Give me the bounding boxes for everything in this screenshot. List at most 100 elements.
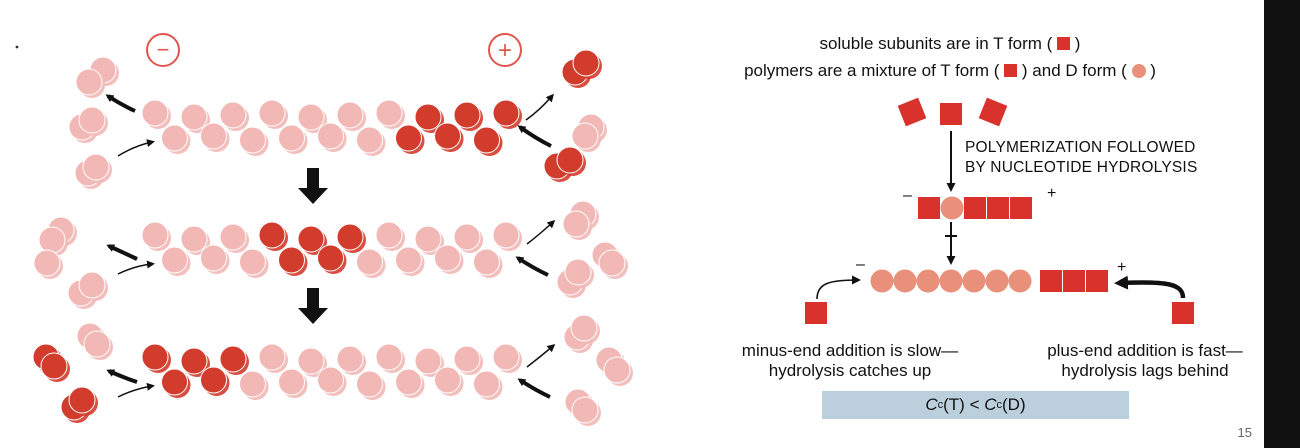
free-subunit <box>83 330 113 360</box>
soluble-subunit <box>897 97 927 127</box>
minus-caption-line2: hydrolysis catches up <box>768 361 932 380</box>
filament-subunit <box>375 221 405 251</box>
minus-end-symbol: − <box>146 33 180 67</box>
svg-text:−: − <box>157 37 170 62</box>
filament-subunit <box>317 122 347 152</box>
filament-subunit <box>395 246 425 276</box>
polymer-d-subunit <box>893 269 917 293</box>
polymer-t-subunit <box>1063 270 1085 292</box>
free-subunit <box>33 249 63 279</box>
filament-subunit <box>473 370 503 400</box>
filament-subunit <box>258 221 288 251</box>
free-subunits <box>32 49 633 426</box>
down-arrow-icon <box>298 288 328 324</box>
filament-subunit <box>453 223 483 253</box>
actin-filaments <box>141 99 522 400</box>
plus-addition-arrow <box>1114 275 1186 299</box>
filament-subunit <box>297 103 327 133</box>
filament-subunit <box>258 343 288 373</box>
down-arrow-icon <box>298 168 328 204</box>
filament-subunit <box>219 101 249 131</box>
filament-subunit <box>473 126 503 156</box>
filament-subunit <box>375 343 405 373</box>
filament-subunit <box>492 221 522 251</box>
filament-subunit <box>219 223 249 253</box>
filament-subunit <box>200 366 230 396</box>
filament-subunit <box>492 343 522 373</box>
filament-subunit <box>161 124 191 154</box>
polymer-d-subunit <box>985 269 1009 293</box>
plus-caption-line1: plus-end addition is fast— <box>1047 341 1243 360</box>
minus-addition-arrow <box>816 275 861 300</box>
exchange-arrow <box>117 260 155 275</box>
filament-subunit <box>239 370 269 400</box>
incoming-minus-subunit <box>805 302 827 324</box>
polymer-d-subunit <box>1008 269 1032 293</box>
polymer-d-subunit <box>939 269 963 293</box>
filament-subunit <box>200 244 230 274</box>
free-subunit <box>556 146 586 176</box>
filament-row <box>141 343 522 400</box>
filament-subunit <box>258 99 288 129</box>
exchange-arrow <box>117 139 155 157</box>
dot-mark <box>15 45 19 49</box>
polymer-t-subunit <box>987 197 1009 219</box>
short-polymer-plus-label: + <box>1047 185 1057 202</box>
filament-subunit <box>161 246 191 276</box>
filament-subunit <box>141 99 171 129</box>
polymer-d-subunit <box>940 196 964 220</box>
filament-subunit <box>336 101 366 131</box>
step-label-line2: BY NUCLEOTIDE HYDROLYSIS <box>965 159 1198 176</box>
filament-subunit <box>414 347 444 377</box>
filament-subunit <box>453 345 483 375</box>
free-subunit <box>78 106 108 136</box>
filament-subunit <box>375 99 405 129</box>
filament-subunit <box>297 225 327 255</box>
soluble-subunits <box>897 97 1008 127</box>
exchange-arrow <box>117 382 155 398</box>
filament-row <box>141 221 522 278</box>
polymer-d-subunit <box>962 269 986 293</box>
filament-subunit <box>278 124 308 154</box>
filament-subunit <box>141 343 171 373</box>
filament-subunit <box>317 366 347 396</box>
exchange-arrow <box>526 344 556 368</box>
incoming-plus-subunit <box>1172 302 1194 324</box>
free-subunit <box>572 49 602 79</box>
filament-subunit <box>180 225 210 255</box>
polymers-caption: polymers are a mixture of T form ( ) and… <box>744 61 1156 80</box>
filament-subunit <box>395 368 425 398</box>
exchange-arrow <box>517 378 551 399</box>
short-polymer <box>918 196 1032 220</box>
filament-subunit <box>278 246 308 276</box>
soluble-subunit <box>978 97 1008 127</box>
exchange-arrow <box>106 369 138 384</box>
free-subunit <box>598 249 628 279</box>
filament-row <box>141 99 522 156</box>
free-subunit <box>68 386 98 416</box>
filament-subunit <box>434 366 464 396</box>
long-polymer <box>870 269 1108 293</box>
window-edge <box>1264 0 1300 448</box>
exchange-arrow <box>515 256 549 277</box>
filament-subunit <box>278 368 308 398</box>
filament-subunit <box>492 99 522 129</box>
filament-subunit <box>317 244 347 274</box>
free-subunit <box>75 68 105 98</box>
long-polymer-plus-label: + <box>1117 259 1127 276</box>
filament-subunit <box>356 248 386 278</box>
exchange-arrow <box>517 125 552 148</box>
polymer-d-subunit <box>916 269 940 293</box>
exchange-arrow <box>526 219 556 245</box>
free-subunit <box>40 352 70 382</box>
page-number: 15 <box>1237 425 1252 440</box>
polymer-t-subunit <box>1010 197 1032 219</box>
exchange-arrow <box>525 93 554 121</box>
filament-subunit <box>453 101 483 131</box>
filament-subunit <box>239 126 269 156</box>
free-subunit <box>603 356 633 386</box>
filament-subunit <box>414 103 444 133</box>
filament-subunit <box>180 347 210 377</box>
free-subunit <box>562 210 592 240</box>
